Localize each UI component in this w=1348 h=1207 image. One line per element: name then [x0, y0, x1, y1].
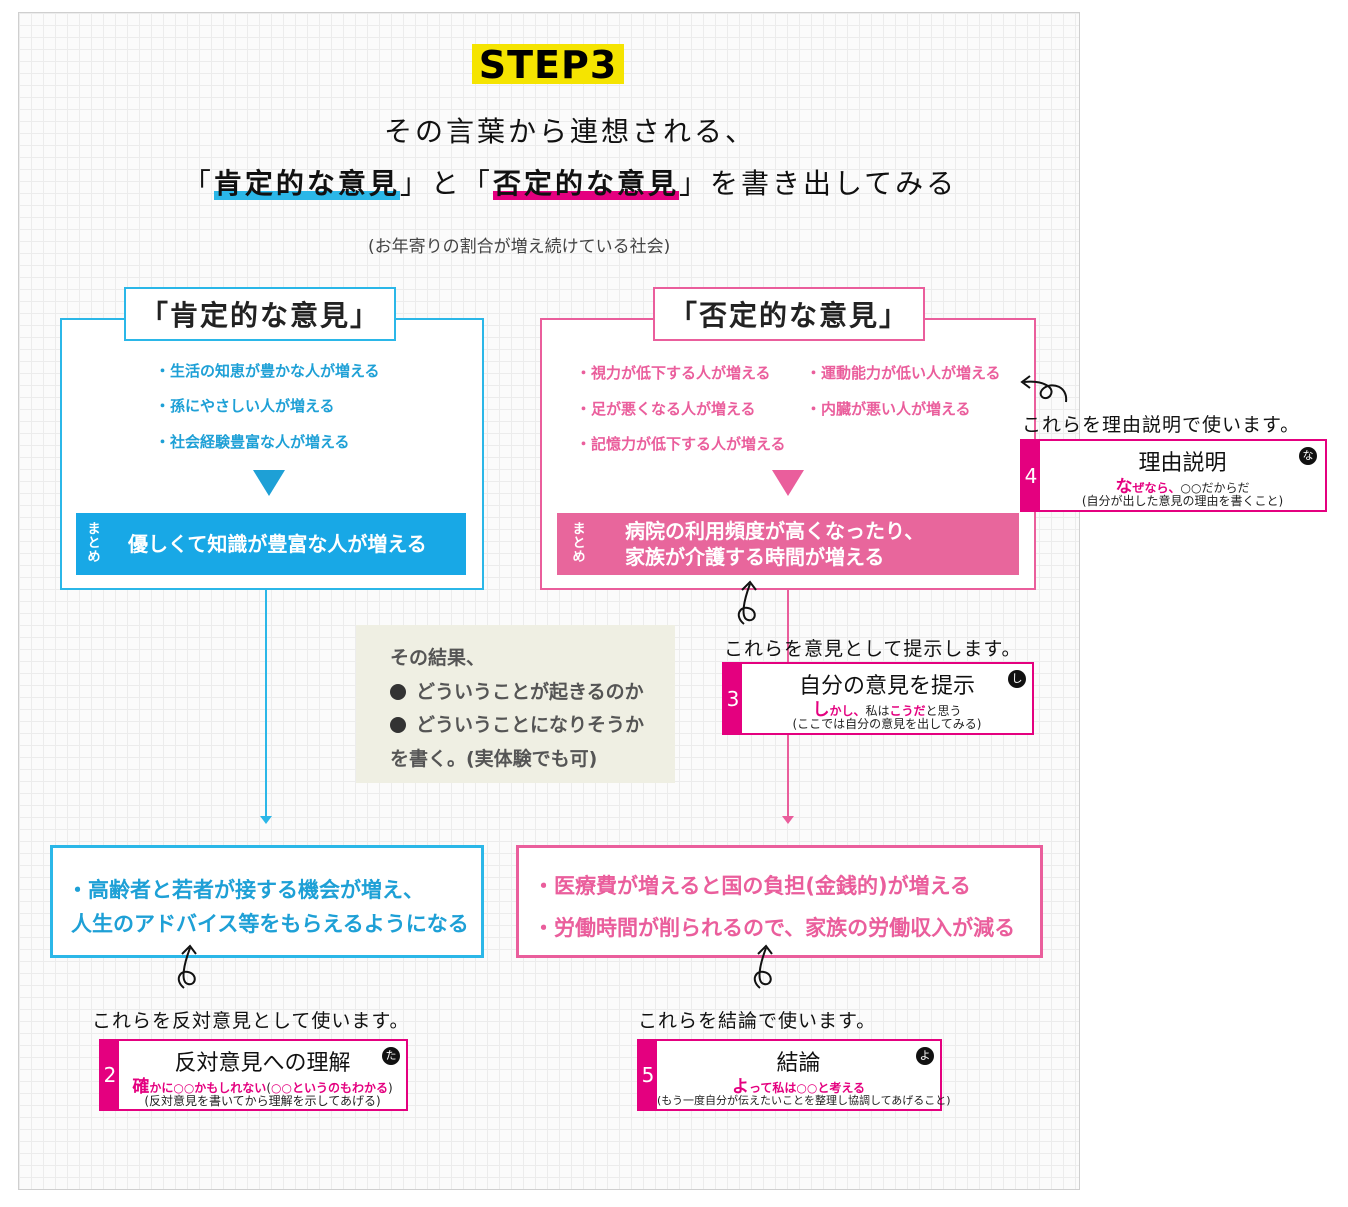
negative-item: ・運動能力が低い人が増える: [806, 364, 1001, 382]
negative-result-line: ・医療費が増えると国の負担(金銭的)が増える: [533, 874, 971, 898]
negative-item: ・足が悪くなる人が増える: [576, 400, 756, 418]
summary-label: まとめ: [572, 522, 586, 565]
bullet-dot-icon: [390, 684, 406, 700]
kana-badge-icon: し: [1008, 670, 1026, 688]
curl-arrow-icon: [1020, 375, 1068, 403]
curl-arrow-icon: [177, 944, 197, 989]
down-triangle-icon: [253, 470, 285, 496]
positive-title: 「肯定的な意見」: [124, 287, 396, 341]
down-triangle-icon: [772, 470, 804, 496]
kana-badge-icon: な: [1299, 447, 1317, 465]
curl-arrow-icon: [737, 580, 757, 625]
negative-summary-line: 家族が介護する時間が増える: [625, 545, 885, 569]
arrow-down-icon: [260, 816, 272, 824]
negative-result-line: ・労働時間が削られるので、家族の労働収入が減る: [533, 916, 1016, 940]
bullet-dot-icon: [390, 717, 406, 733]
note-conclusion: これらを結論で使います。: [638, 1010, 877, 1032]
card-title: 結論: [776, 1051, 821, 1076]
grid-canvas: [18, 12, 1080, 1190]
negative-item: ・記憶力が低下する人が増える: [576, 435, 786, 453]
positive-highlight: 肯定的な意見: [213, 167, 400, 200]
note-counter: これらを反対意見として使います。: [92, 1010, 410, 1032]
card-number: 5: [639, 1041, 657, 1109]
arrow-down-icon: [782, 816, 794, 824]
card-number: 2: [101, 1041, 119, 1109]
card-counter: 2 反対意見への理解 た 確かに○○かもしれない(○○というのもわかる) (反対…: [99, 1039, 408, 1111]
instruction-line: を書く。(実体験でも可): [390, 748, 598, 770]
instruction-line: どういうことが起きるのか: [390, 677, 644, 704]
card-formula: 確かに○○かもしれない(○○というのもわかる): [132, 1077, 393, 1097]
card-hint: (ここでは自分の意見を出してみる): [792, 717, 982, 731]
card-hint: (自分が出した意見の理由を書くこと): [1081, 494, 1284, 508]
positive-result-line: ・高齢者と若者が接する機会が増え、: [67, 878, 424, 902]
negative-summary: まとめ 病院の利用頻度が高くなったり、 家族が介護する時間が増える: [557, 513, 1019, 575]
card-conclusion: 5 結論 よ よって私は○○と考える (もう一度自分が伝えたいことを整理し協調し…: [637, 1039, 951, 1111]
heading-line1: その言葉から連想される、: [383, 115, 756, 148]
connector-line: [265, 590, 267, 816]
positive-item: ・孫にやさしい人が増える: [155, 397, 335, 415]
result-instruction-box: その結果、 どういうことが起きるのか どういうことになりそうか を書く。(実体験…: [356, 625, 675, 783]
negative-result-box: ・医療費が増えると国の負担(金銭的)が増える ・労働時間が削られるので、家族の労…: [516, 845, 1043, 958]
positive-summary-text: 優しくて知識が豊富な人が増える: [128, 532, 427, 556]
card-formula: なぜなら、○○だからだ: [1115, 477, 1250, 497]
card-formula: しかし、私はこうだと思う: [812, 700, 962, 720]
negative-summary-line: 病院の利用頻度が高くなったり、: [625, 519, 925, 543]
curl-arrow-icon: [753, 944, 773, 989]
positive-item: ・生活の知恵が豊かな人が増える: [155, 362, 380, 380]
summary-label: まとめ: [87, 522, 101, 565]
card-hint: (もう一度自分が伝えたいことを整理し協調してあげること): [657, 1094, 951, 1107]
positive-result-line: 人生のアドバイス等をもらえるようになる: [71, 912, 469, 936]
heading-line2: 「肯定的な意見」と「否定的な意見」を書き出してみる: [182, 167, 958, 200]
instruction-line: その結果、: [390, 647, 486, 669]
kana-badge-icon: よ: [916, 1047, 934, 1065]
positive-item: ・社会経験豊富な人が増える: [155, 433, 350, 451]
note-opinion: これらを意見として提示します。: [724, 638, 1022, 660]
card-title: 自分の意見を提示: [798, 674, 975, 699]
negative-highlight: 否定的な意見: [492, 167, 679, 200]
card-formula: よって私は○○と考える: [732, 1077, 865, 1097]
negative-item: ・内臓が悪い人が増える: [806, 400, 971, 418]
positive-summary: まとめ 優しくて知識が豊富な人が増える: [76, 513, 466, 575]
card-reason: 4 理由説明 な なぜなら、○○だからだ (自分が出した意見の理由を書くこと): [1020, 439, 1327, 512]
negative-title: 「否定的な意見」: [653, 287, 925, 341]
card-number: 4: [1022, 441, 1040, 510]
card-title: 反対意見への理解: [174, 1051, 351, 1076]
positive-result-box: ・高齢者と若者が接する機会が増え、 人生のアドバイス等をもらえるようになる: [50, 845, 484, 958]
step-badge: STEP3: [472, 44, 624, 86]
card-hint: (反対意見を書いてから理解を示してあげる): [144, 1094, 381, 1108]
card-title: 理由説明: [1138, 451, 1227, 476]
negative-item: ・視力が低下する人が増える: [576, 364, 771, 382]
subtitle: (お年寄りの割合が増え続けている社会): [368, 237, 671, 257]
card-number: 3: [724, 664, 742, 733]
note-reason: これらを理由説明で使います。: [1022, 414, 1301, 436]
kana-badge-icon: た: [382, 1047, 400, 1065]
card-opinion: 3 自分の意見を提示 し しかし、私はこうだと思う (ここでは自分の意見を出して…: [722, 662, 1034, 735]
instruction-line: どういうことになりそうか: [390, 710, 644, 737]
